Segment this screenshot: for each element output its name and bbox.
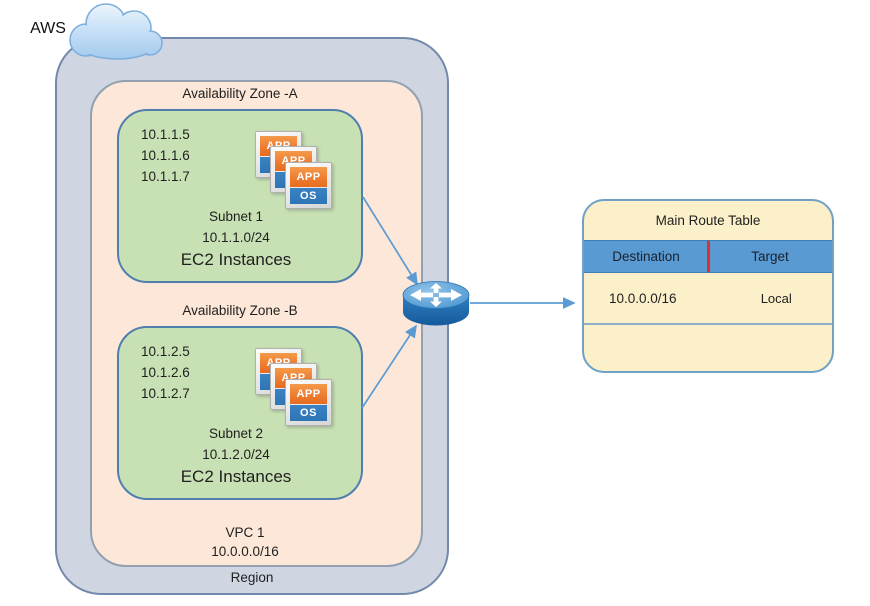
app-os-instance-icon: APP OS: [285, 379, 332, 426]
subnet-1-name: Subnet 1: [208, 209, 264, 224]
route-table-title: Main Route Table: [655, 213, 761, 228]
aws-cloud-label: AWS: [30, 20, 66, 37]
route-table-row: 10.0.0.0/16 Local: [584, 273, 832, 325]
aws-cloud-icon: [60, 0, 164, 64]
vpc-label: VPC 1 10.0.0.0/16: [90, 523, 400, 561]
route-table-empty-row: [584, 325, 832, 371]
subnet-1-box: 10.1.1.5 10.1.1.6 10.1.1.7 APP OS APP OS…: [117, 109, 363, 283]
subnet-1-cidr: 10.1.1.0/24: [202, 230, 270, 245]
column-header-destination: Destination: [612, 249, 680, 264]
ip-address: 10.1.2.6: [141, 365, 190, 380]
subnet-2-box: 10.1.2.5 10.1.2.6 10.1.2.7 APP OS APP OS…: [117, 326, 363, 500]
subnet-2-ip-list: 10.1.2.5 10.1.2.6 10.1.2.7: [141, 341, 190, 404]
route-destination: 10.0.0.0/16: [609, 290, 677, 306]
app-os-instance-icon: APP OS: [285, 162, 332, 209]
subnet-1-caption: EC2 Instances: [180, 250, 292, 269]
region-label: Region: [230, 570, 274, 585]
ip-address: 10.1.2.7: [141, 386, 190, 401]
availability-zone-b-label: Availability Zone -B: [182, 303, 298, 318]
column-header-target: Target: [751, 249, 789, 264]
ec2-instance-icon-stack: APP OS APP OS APP OS: [255, 131, 333, 211]
main-route-table: Main Route Table Destination Target 10.0…: [582, 199, 834, 373]
ip-address: 10.1.2.5: [141, 344, 190, 359]
vpc-name: VPC 1: [225, 525, 265, 540]
ip-address: 10.1.1.5: [141, 127, 190, 142]
subnet-2-name: Subnet 2: [208, 426, 264, 441]
ip-address: 10.1.1.6: [141, 148, 190, 163]
subnet-1-ip-list: 10.1.1.5 10.1.1.6 10.1.1.7: [141, 124, 190, 187]
subnet-2-cidr: 10.1.2.0/24: [202, 447, 270, 462]
availability-zone-a-label: Availability Zone -A: [182, 86, 298, 101]
router-icon: [400, 279, 472, 329]
route-target: Local: [760, 290, 792, 306]
ec2-instance-icon-stack: APP OS APP OS APP OS: [255, 348, 333, 428]
subnet-2-caption: EC2 Instances: [180, 467, 292, 486]
header-divider: [706, 241, 710, 272]
ip-address: 10.1.1.7: [141, 169, 190, 184]
vpc-cidr: 10.0.0.0/16: [211, 544, 279, 559]
route-table-header: Destination Target: [584, 240, 832, 273]
